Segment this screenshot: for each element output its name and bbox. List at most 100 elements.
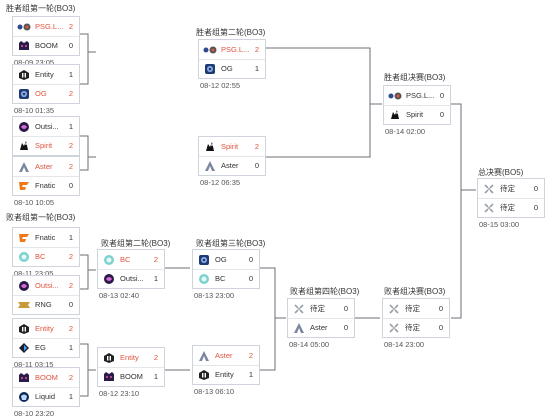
psg-logo-icon [17,21,31,33]
team-row[interactable]: Outsi...1 [13,117,79,137]
team-name: BOOM [120,372,143,381]
team-name: Fnatic [35,233,56,242]
team-row[interactable]: Fnatic 1 [13,228,79,248]
team-name: Spirit [35,141,53,150]
team-score: 0 [68,41,74,50]
team-score: 2 [68,89,74,98]
team-name: BOOM [35,373,58,382]
team-name: Outsi... [35,281,59,290]
tbd-logo-icon [387,303,401,315]
team-name: 待定 [500,203,515,212]
team-row[interactable]: BOOM 1 [98,367,164,386]
team-name: PSG.L... [221,45,250,54]
team-row[interactable]: Outsi... 2 [13,276,79,296]
team-name: Entity [35,324,54,333]
stage-label-winners-r2: 胜者组第二轮(BO3) [196,28,266,37]
team-score: 2 [68,252,74,261]
team-score: 1 [68,233,74,242]
match-time: 08-09 23:05 [14,58,55,67]
team-score: 1 [68,70,74,79]
aster-logo-icon [203,160,217,172]
psg-logo-icon [388,90,402,102]
team-score: 2 [153,255,159,264]
team-row[interactable]: BOOM 0 [13,36,79,55]
og-logo-icon [203,63,217,75]
match-time: 08-14 23:00 [384,340,425,349]
entity-logo-icon [102,352,116,364]
team-score: 1 [254,64,260,73]
team-row[interactable]: Outsi...1 [98,269,164,288]
match-time: 08-12 02:55 [200,81,241,90]
team-name: 待定 [405,323,420,332]
tbd-logo-icon [292,303,306,315]
team-row[interactable]: PSG.L... 2 [199,40,265,60]
team-name: Aster [310,323,328,332]
team-name: BOOM [35,41,58,50]
tbd-logo-icon [482,202,496,214]
match-time: 08-14 02:00 [385,127,426,136]
boom-logo-icon [17,40,31,52]
team-score: 2 [254,45,260,54]
team-row[interactable]: OG 1 [199,59,265,78]
team-score: 0 [438,304,444,313]
team-score: 1 [153,274,159,283]
psg-logo-icon [203,44,217,56]
aster-logo-icon [197,350,211,362]
team-score: 2 [68,281,74,290]
team-name: OG [215,255,227,264]
team-name: 待定 [500,184,515,193]
team-row[interactable]: PSG.L...0 [384,86,450,106]
team-score: 0 [68,181,74,190]
stage-label-losers-final: 败者组决赛(BO3) [384,287,446,296]
team-score: 0 [439,110,445,119]
team-score: 1 [153,372,159,381]
team-name: OG [221,64,233,73]
team-row[interactable]: PSG.L...2 [13,17,79,37]
